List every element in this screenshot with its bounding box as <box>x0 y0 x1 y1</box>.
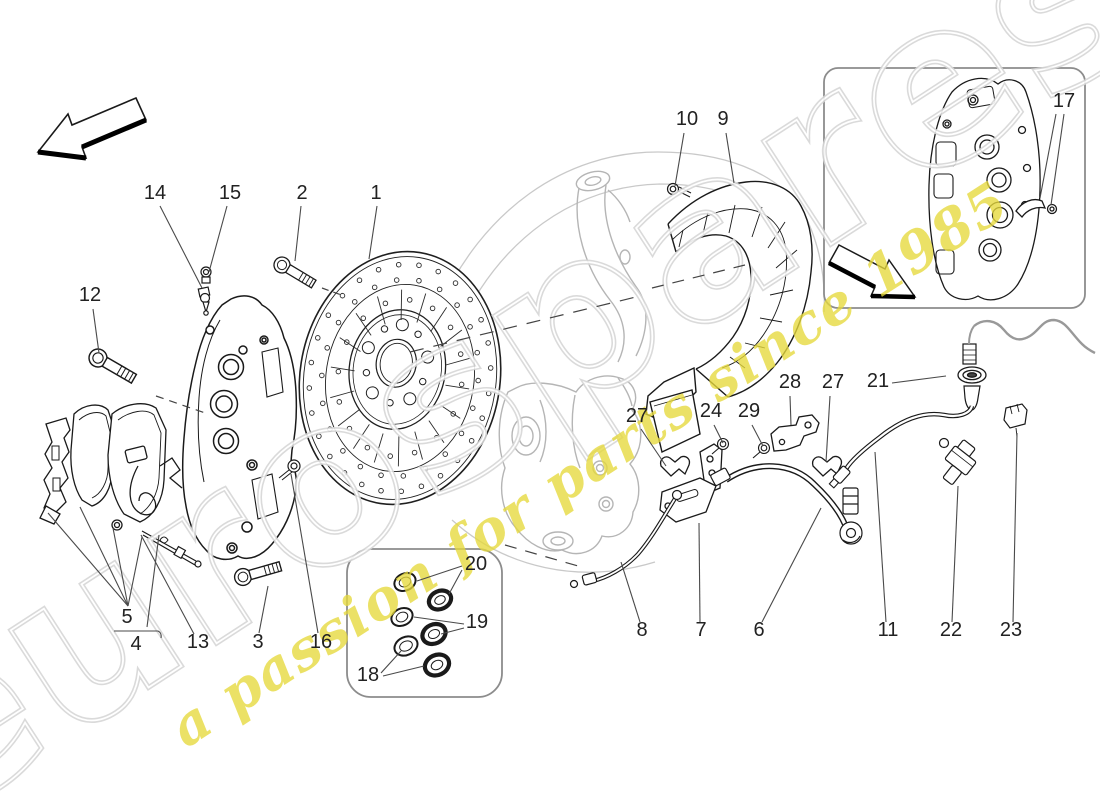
leader-lines <box>47 113 1065 677</box>
bleed-screw-15 <box>200 266 212 284</box>
disc-lug-holes <box>361 318 435 407</box>
callout-15: 15 <box>219 182 241 204</box>
callout-18: 18 <box>357 664 379 686</box>
bolt-24 <box>711 437 730 455</box>
callout-6: 6 <box>753 619 764 641</box>
pad-spring <box>159 457 183 489</box>
seal-ring <box>422 652 452 678</box>
front-caliper <box>181 295 298 561</box>
callout-22: 22 <box>940 619 962 641</box>
brake-pipe-8 <box>569 489 683 589</box>
rigid-pipe <box>973 318 1096 355</box>
dust-shield <box>645 180 813 454</box>
disc-drill-holes <box>306 261 494 495</box>
abs-sensor-22 <box>938 437 977 485</box>
seal-washer <box>393 635 419 657</box>
callout-2: 2 <box>296 182 307 204</box>
callout-8: 8 <box>636 619 647 641</box>
callout-9: 9 <box>717 108 728 130</box>
shield-bolt-10 <box>666 182 692 198</box>
pad-shim-clip <box>43 417 71 515</box>
callout-27b: 27 <box>822 371 844 393</box>
callout-29: 29 <box>738 400 760 422</box>
callout-12: 12 <box>79 284 101 306</box>
centerlines <box>155 264 746 567</box>
inner-pad <box>70 404 115 507</box>
pad-wear-contact-17 <box>1015 198 1047 219</box>
callout-28: 28 <box>779 371 801 393</box>
bleed-screw-14 <box>197 286 211 316</box>
callout-24: 24 <box>700 400 722 422</box>
retaining-pin <box>141 530 202 568</box>
inset-seal-kit-box <box>346 548 503 698</box>
bracket-28 <box>770 414 820 452</box>
abs-sensor-line <box>828 318 1096 489</box>
callout-23: 23 <box>1000 619 1022 641</box>
brake-hose-6 <box>710 463 863 545</box>
callout-20: 20 <box>465 553 487 575</box>
seal-washer <box>390 607 414 627</box>
bracket-7 <box>659 477 717 523</box>
hose-brackets <box>659 414 843 523</box>
callout-3: 3 <box>252 631 263 653</box>
brake-disc <box>298 250 502 506</box>
callout-5: 5 <box>121 606 132 628</box>
grommet-21 <box>957 366 987 384</box>
callout-7: 7 <box>695 619 706 641</box>
callout-11: 11 <box>878 619 899 641</box>
seal-ring <box>420 621 448 647</box>
inset-caliper-drawing <box>928 77 1058 301</box>
outer-pad <box>107 403 167 523</box>
callout-10: 10 <box>676 108 698 130</box>
callout-16: 16 <box>310 631 332 653</box>
seal-washer <box>393 572 417 592</box>
disc-vanes <box>330 289 470 467</box>
callout-17: 17 <box>1053 90 1075 112</box>
seal-ring <box>426 588 454 612</box>
clip-27-left <box>659 455 691 477</box>
callout-4: 4 <box>130 633 141 655</box>
direction-arrow <box>36 96 148 161</box>
clip-23 <box>1003 403 1028 438</box>
callout-27a: 27 <box>626 405 648 427</box>
shield-ribs <box>678 204 798 369</box>
callout-13: 13 <box>187 631 209 653</box>
callout-1: 1 <box>370 182 381 204</box>
brake-pads <box>39 403 183 531</box>
bolt-29 <box>752 441 771 459</box>
caliper-bolt-16 <box>278 459 301 481</box>
callout-14: 14 <box>144 182 166 204</box>
cable-end-fitting <box>828 465 851 489</box>
callout-21: 21 <box>867 370 889 392</box>
inset-caliper-box <box>823 67 1086 309</box>
inset-direction-arrow <box>827 243 917 300</box>
callout-labels: 14 15 2 1 12 10 9 17 27 24 29 28 27 21 5… <box>79 90 1075 686</box>
callout-19: 19 <box>466 611 488 633</box>
knuckle-upright <box>498 170 647 555</box>
wear-sensor-wire <box>129 465 157 516</box>
clip-27-right <box>811 455 843 477</box>
